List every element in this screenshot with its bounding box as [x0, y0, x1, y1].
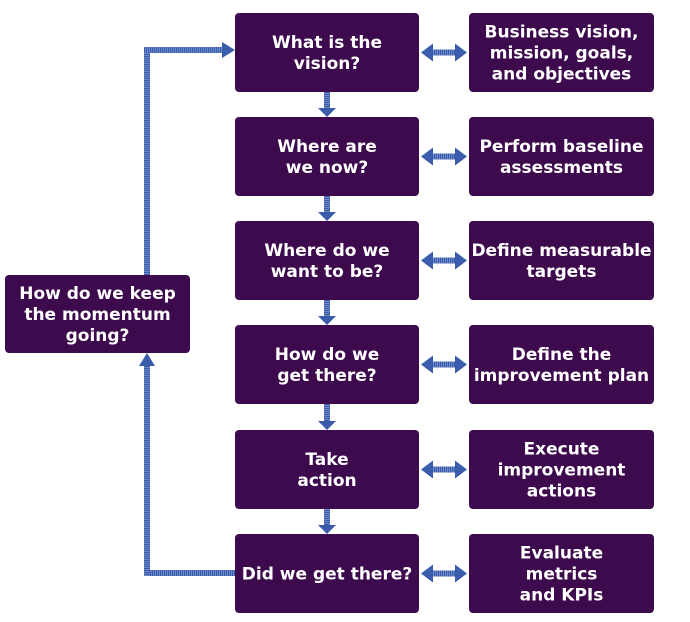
- action-box-2-label-line-2: assessments: [500, 158, 623, 178]
- question-box-1-label-line-1: What is the: [272, 33, 382, 53]
- down-connector-3: [324, 300, 330, 317]
- momentum-question-box-background: [5, 275, 190, 353]
- bidirectional-arrowhead-left-5: [421, 460, 433, 479]
- down-arrowhead-2: [318, 212, 336, 221]
- action-box-1: Business vision,mission, goals,and objec…: [469, 13, 654, 92]
- down-connector-4: [324, 404, 330, 422]
- bidirectional-arrowhead-left-2: [421, 147, 433, 166]
- action-box-3-background: [469, 221, 654, 300]
- bidirectional-arrowhead-left-4: [421, 355, 433, 374]
- bidirectional-arrowhead-left-1: [421, 43, 433, 62]
- action-box-2-label-line-1: Perform baseline: [479, 137, 643, 157]
- action-box-5-label-line-2: improvement: [498, 461, 626, 481]
- bidirectional-arrowhead-left-6: [421, 564, 433, 583]
- action-box-6-label-line-2: metrics: [526, 565, 598, 585]
- question-box-5-background: [235, 430, 419, 509]
- momentum-question-box-label-line-2: the momentum: [24, 305, 170, 325]
- action-box-1-label-line-3: and objectives: [492, 65, 632, 85]
- bidirectional-connector-3: [431, 257, 457, 264]
- action-box-6-label-line-1: Evaluate: [520, 544, 603, 564]
- down-arrowhead-5: [318, 525, 336, 534]
- question-box-6-background: [235, 534, 419, 613]
- down-arrowhead-1: [318, 108, 336, 117]
- bidirectional-connector-2: [431, 153, 457, 160]
- down-connector-1: [324, 92, 330, 109]
- question-box-4-background: [235, 325, 419, 404]
- bidirectional-arrowhead-right-3: [455, 251, 467, 270]
- question-box-1-background: [235, 13, 419, 92]
- connectors: [139, 42, 467, 583]
- action-box-4-label-line-2: improvement plan: [474, 366, 649, 386]
- question-box-2-label-line-2: we now?: [286, 158, 369, 178]
- action-box-6-background: [469, 534, 654, 613]
- question-box-4-label-line-1: How do we: [275, 345, 380, 365]
- action-box-1-label-line-1: Business vision,: [485, 23, 639, 43]
- question-box-5-label-line-1: Take: [305, 450, 348, 470]
- momentum-question-box-label-line-3: going?: [66, 326, 130, 346]
- action-box-5-label-line-1: Execute: [524, 440, 600, 460]
- down-connector-2: [324, 196, 330, 213]
- question-box-2-background: [235, 117, 419, 196]
- question-box-3-background: [235, 221, 419, 300]
- action-box-3-label-line-1: Define measurable: [471, 241, 651, 261]
- question-box-3-label-line-2: want to be?: [271, 262, 384, 282]
- question-box-6: Did we get there?: [235, 534, 419, 613]
- bidirectional-connector-1: [431, 49, 457, 56]
- action-box-3-label-line-2: targets: [527, 262, 597, 282]
- action-box-1-background: [469, 13, 654, 92]
- action-box-2-background: [469, 117, 654, 196]
- question-box-1-label-line-2: vision?: [294, 54, 361, 74]
- bidirectional-arrowhead-right-4: [455, 355, 467, 374]
- bidirectional-connector-5: [431, 466, 457, 473]
- bidirectional-arrowhead-left-3: [421, 251, 433, 270]
- action-box-5-background: [469, 430, 654, 509]
- question-box-5-label-line-2: action: [297, 471, 356, 491]
- loop-connector-bottom-vertical: [144, 366, 150, 576]
- question-box-4-label-line-2: get there?: [277, 366, 376, 386]
- down-arrowhead-3: [318, 316, 336, 325]
- down-arrowhead-4: [318, 421, 336, 430]
- loop-connector-bottom-horizontal: [144, 570, 235, 576]
- down-connector-5: [324, 509, 330, 526]
- bidirectional-arrowhead-right-2: [455, 147, 467, 166]
- question-box-3-label-line-1: Where do we: [264, 241, 389, 261]
- question-box-6-label-line-1: Did we get there?: [242, 565, 412, 585]
- momentum-question-box-label-line-1: How do we keep: [19, 284, 176, 304]
- action-box-5-label-line-3: actions: [527, 482, 596, 502]
- bidirectional-arrowhead-right-5: [455, 460, 467, 479]
- loop-arrowhead-into-vision: [222, 42, 235, 58]
- action-box-4-label-line-1: Define the: [512, 345, 612, 365]
- bidirectional-arrowhead-right-6: [455, 564, 467, 583]
- bidirectional-arrowhead-right-1: [455, 43, 467, 62]
- loop-arrowhead-into-momentum: [139, 353, 155, 366]
- question-box-2-label-line-1: Where are: [277, 137, 377, 157]
- action-box-6-label-line-3: and KPIs: [520, 586, 604, 606]
- loop-connector-top-vertical: [144, 48, 150, 275]
- action-box-4-background: [469, 325, 654, 404]
- bidirectional-connector-4: [431, 361, 457, 368]
- action-box-1-label-line-2: mission, goals,: [490, 44, 634, 64]
- loop-connector-top-horizontal: [144, 47, 222, 53]
- bidirectional-connector-6: [431, 570, 457, 577]
